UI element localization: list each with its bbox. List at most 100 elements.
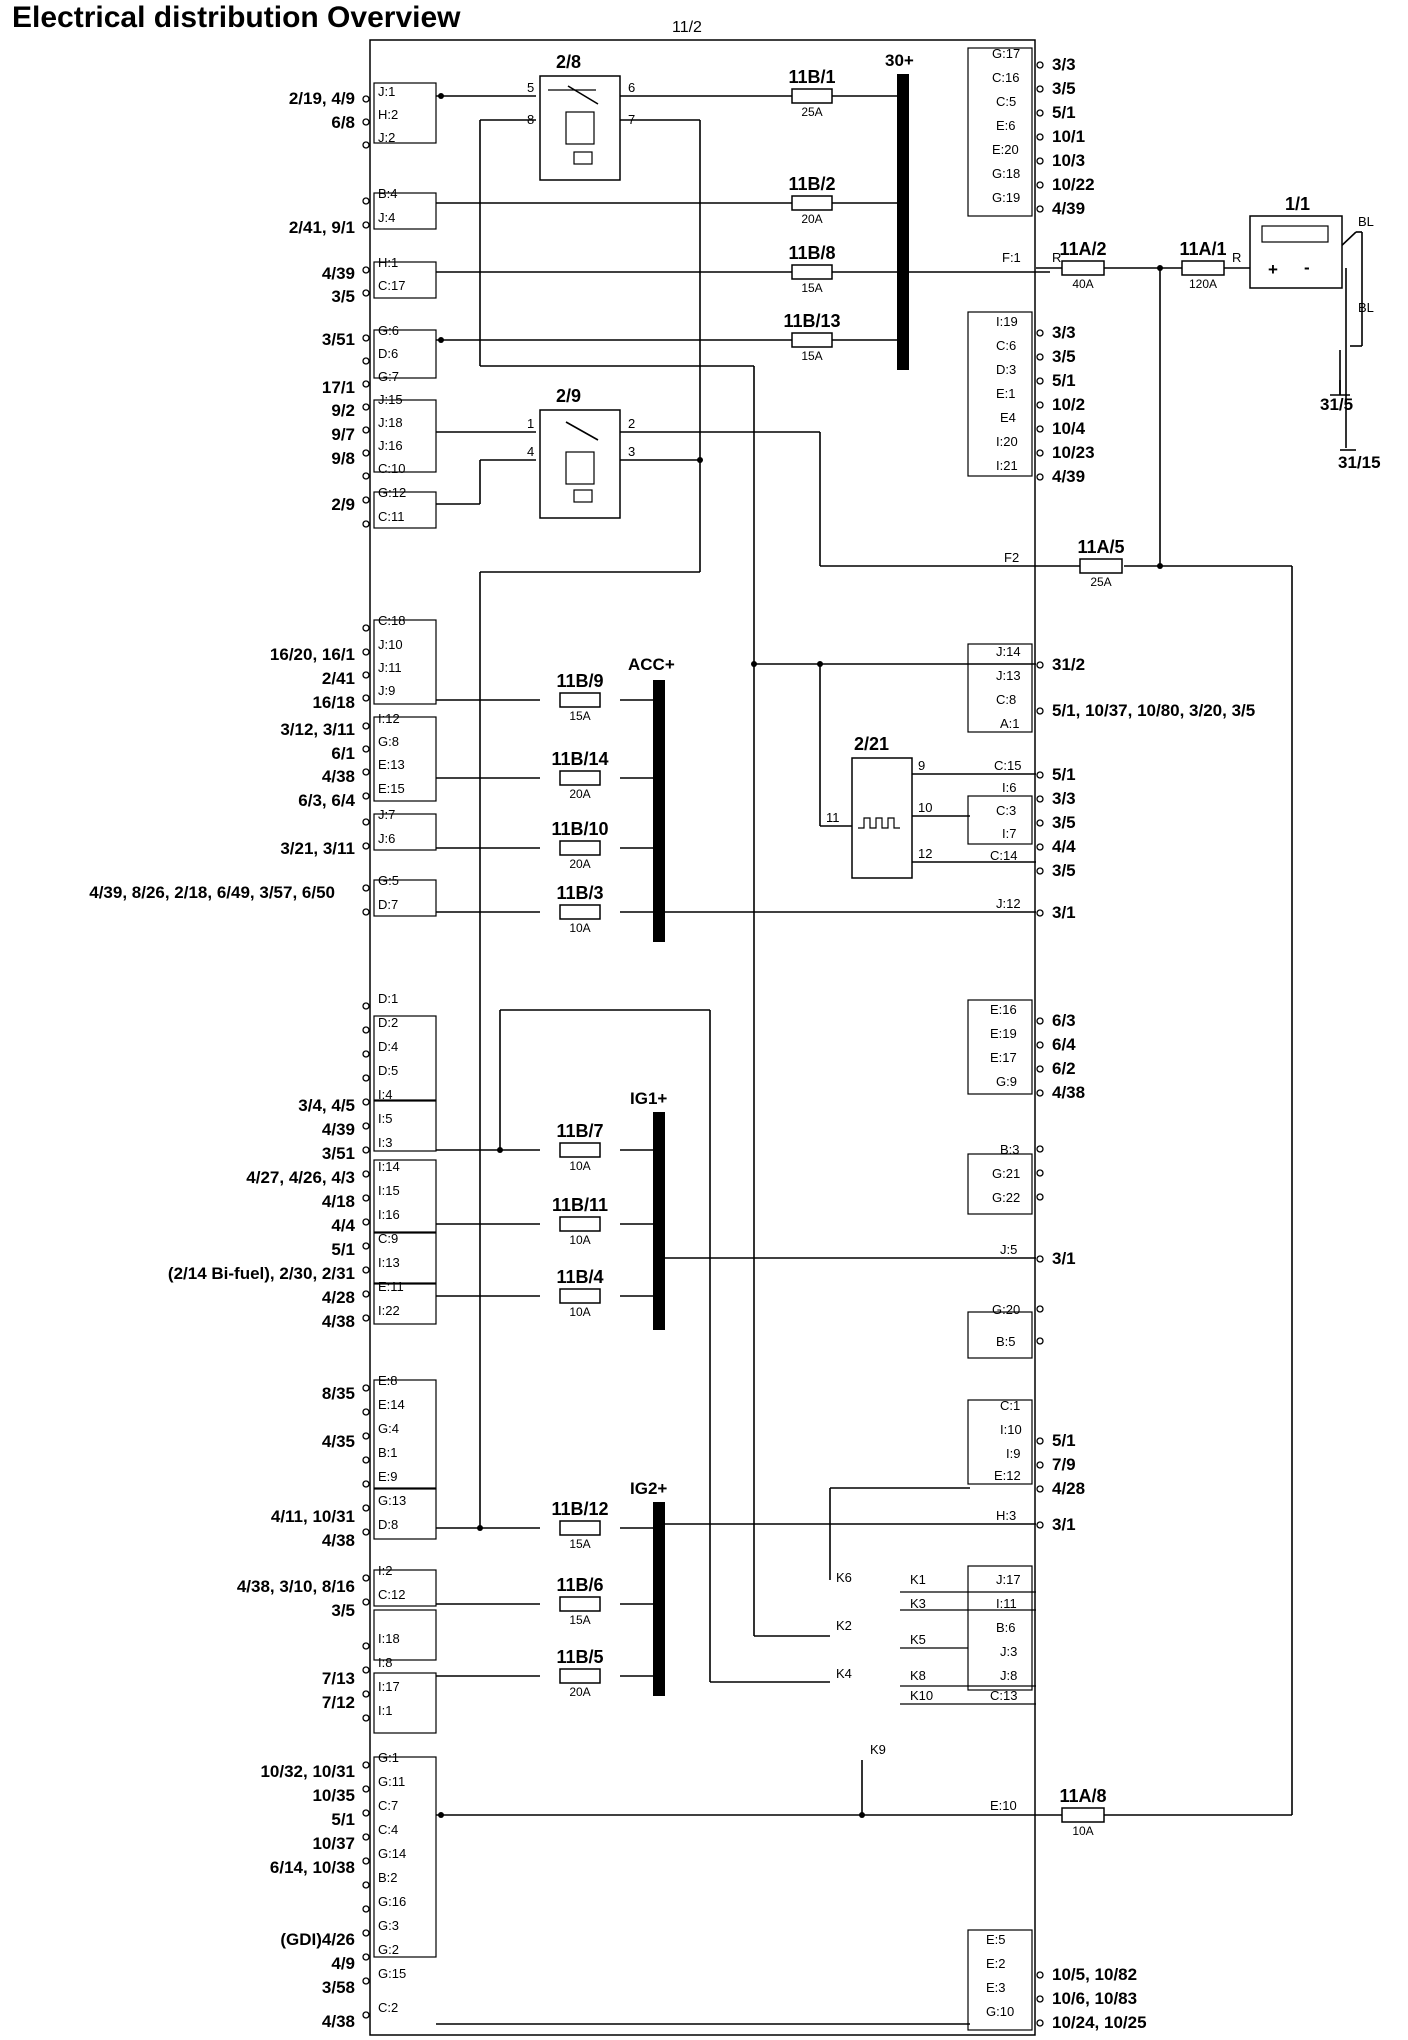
terminal [1036,329,1044,337]
ref-label: 3/51 [322,330,355,349]
pin-label: G:16 [378,1894,406,1909]
pin-label: C:4 [378,1822,398,1837]
right-reference-labels: 3/3 3/5 5/1 10/1 10/3 10/22 4/39 3/3 3/5… [1052,55,1255,2032]
pin-label: E:11 [378,1279,404,1294]
left-block [373,261,437,299]
ref-label: 10/5, 10/82 [1052,1965,1137,1984]
pin-label: D:5 [378,1063,398,1078]
terminal [362,472,370,480]
wire-color-label: R [1232,250,1241,265]
central-electrical-unit [369,39,1036,2036]
relay-label: 2/8 [556,52,581,72]
fuse-body [1181,260,1225,276]
pin-label: E:5 [986,1932,1006,1947]
fuse-label: 11B/10 [551,819,608,839]
diagram-title: Electrical distribution Overview [12,1,461,34]
ground-31-15: 31/15 [1338,449,1381,472]
pin-label: J:9 [378,683,395,698]
pin-label: C:1 [1000,1398,1020,1413]
battery-plus-icon: + [1268,260,1278,279]
terminal [362,1122,370,1130]
pin-label: C:14 [990,848,1017,863]
terminal [1036,1041,1044,1049]
left-connector-blocks [373,82,437,1958]
ref-label: 5/1 [331,1240,355,1259]
relay-pin: 7 [628,112,635,127]
terminal [362,1666,370,1674]
right-pin-labels: G:17 C:16 C:5 E:6 E:20 G:18 G:19 F:1 I:1… [986,46,1022,2019]
pin-label: E:15 [378,781,405,796]
terminal [362,1857,370,1865]
ref-label: 3/3 [1052,55,1076,74]
terminal [362,334,370,342]
junction-dots [438,93,1163,1818]
pin-label: J:16 [378,438,403,453]
left-block [373,1756,437,1958]
pin-label: B:2 [378,1870,398,1885]
pin-label: J:4 [378,210,395,225]
terminal [362,141,370,149]
fuse-rating: 120A [1189,277,1217,291]
pin-label: G:21 [992,1166,1020,1181]
ref-label: 10/37 [312,1834,355,1853]
fuse-rating: 15A [801,349,822,363]
ref-label: 5/1, 10/37, 10/80, 3/20, 3/5 [1052,701,1255,720]
left-block [373,619,437,705]
pin-label: E:12 [994,1468,1021,1483]
pin-label: E:13 [378,757,405,772]
terminal [362,1953,370,1961]
terminal [1036,1145,1044,1153]
terminal [1036,377,1044,385]
pin-label: C:15 [994,758,1021,773]
wire-color-label: BL [1358,214,1374,229]
pin-label: E:3 [986,1980,1006,1995]
pin-label: J:18 [378,415,403,430]
pin-label: I:2 [378,1563,392,1578]
fuse-rating: 15A [801,281,822,295]
pin-label: C:5 [996,94,1016,109]
terminal [362,671,370,679]
ref-label: 10/4 [1052,419,1086,438]
right-terminals [1036,61,1044,2027]
relay-pin: 1 [527,416,534,431]
pin-label: G:19 [992,190,1020,205]
ref-label: 6/2 [1052,1059,1076,1078]
fuse-label: 11A/8 [1059,1786,1106,1806]
module-pin: 12 [918,846,932,861]
ref-label: 10/1 [1052,127,1085,146]
pin-label: J:11 [378,660,402,675]
pin-label: I:19 [996,314,1018,329]
ref-label: 6/1 [331,744,355,763]
pin-label: F2 [1004,550,1019,565]
terminal [362,1528,370,1536]
terminal [362,1408,370,1416]
pin-label: I:7 [1002,826,1016,841]
pin-label: G:7 [378,369,399,384]
pin-label: I:17 [378,1679,400,1694]
module-2-21: 2/21 9 10 11 12 [826,734,932,879]
ground-label: 31/5 [1320,395,1353,414]
pin-label: G:20 [992,1302,1020,1317]
ref-label: 6/8 [331,113,355,132]
pin-label: G:1 [378,1750,399,1765]
relay-pin: 8 [527,112,534,127]
ref-label: 4/39 [322,1120,355,1139]
fuse-label: 11A/2 [1059,239,1106,259]
ref-label: 3/1 [1052,1249,1076,1268]
pin-label: C:12 [378,1587,405,1602]
bus-label: IG1+ [630,1089,667,1108]
fuse-body [559,692,601,708]
fuse-body [791,88,833,104]
pin-label: G:9 [996,1074,1017,1089]
fuse-body [559,904,601,920]
fuse-body [559,1216,601,1232]
